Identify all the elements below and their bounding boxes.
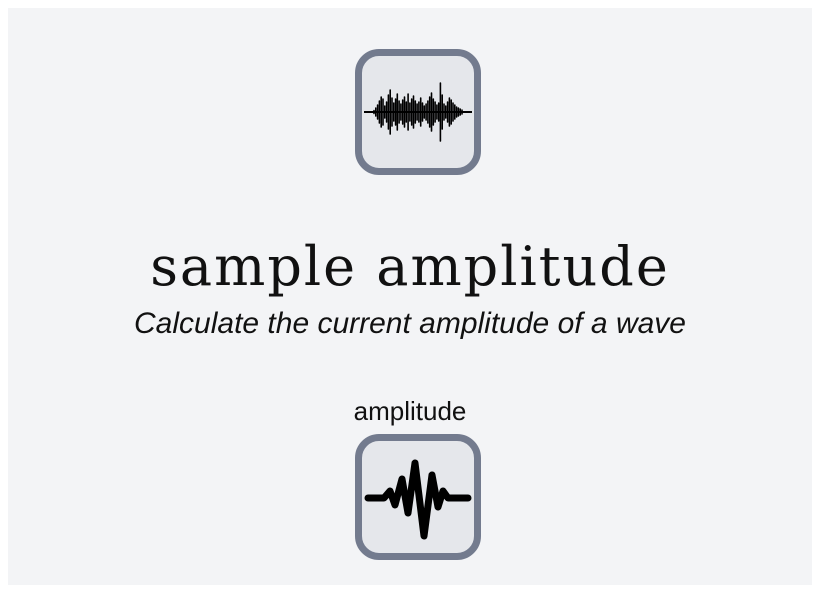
waveform-icon (364, 82, 472, 142)
input-waveform-button[interactable] (355, 49, 481, 175)
node-description: Calculate the current amplitude of a wav… (134, 307, 686, 340)
node-card: sample amplitude Calculate the current a… (8, 8, 812, 585)
node-title: sample amplitude (150, 235, 670, 298)
output-amplitude-button[interactable] (355, 434, 481, 560)
output-port-label: amplitude (353, 396, 467, 426)
pulse-icon (364, 459, 472, 540)
